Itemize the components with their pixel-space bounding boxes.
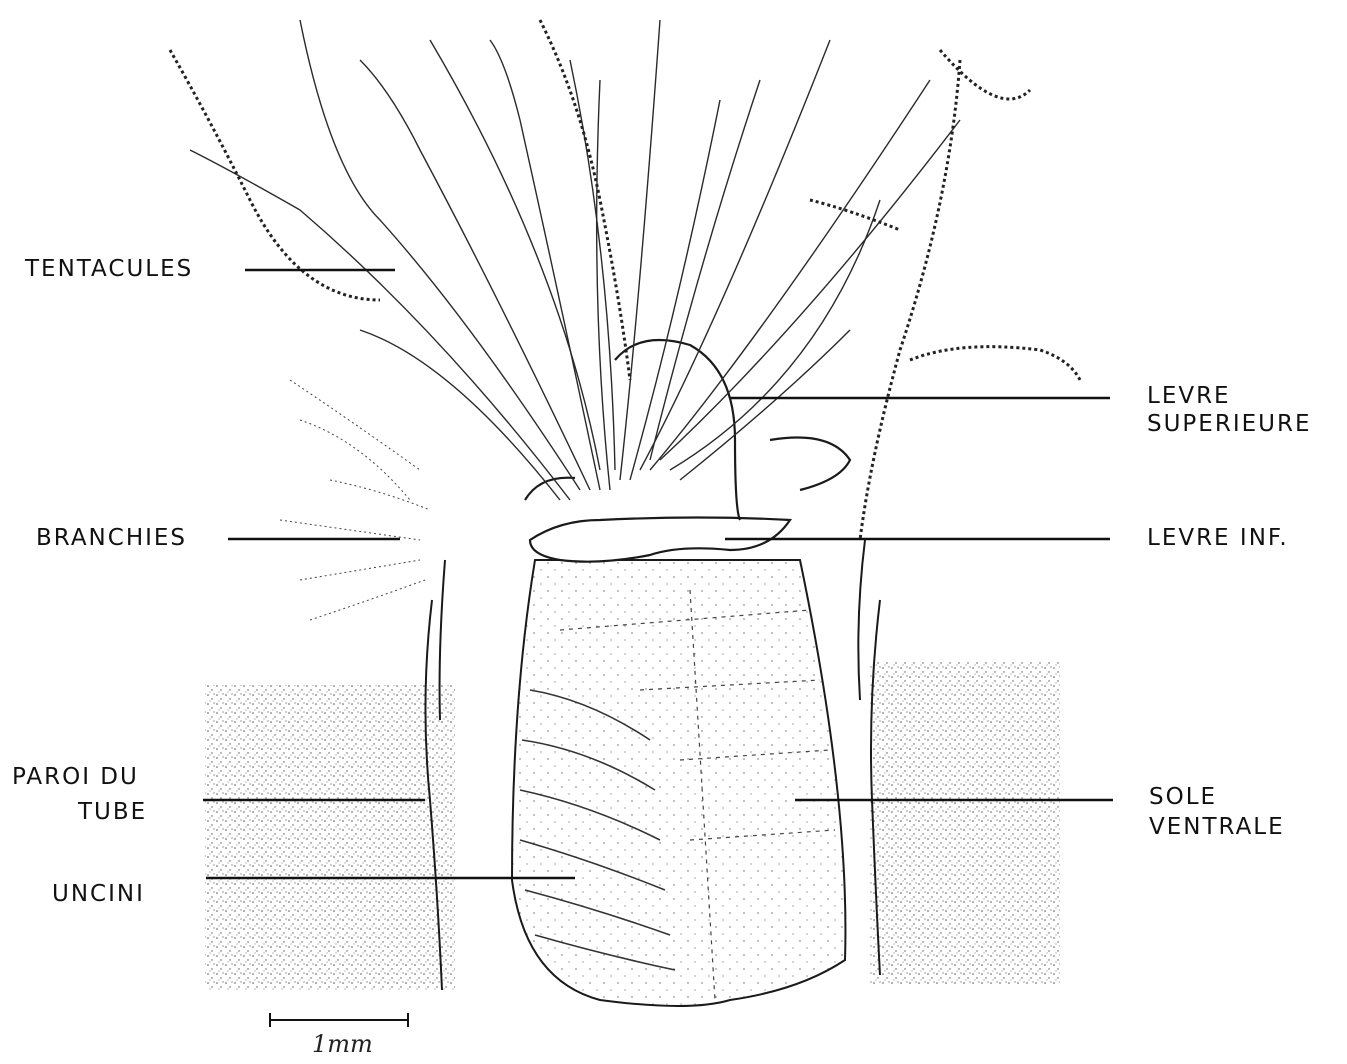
sediment-left — [205, 685, 455, 990]
worm-body — [512, 560, 845, 1006]
label-levre-inf: LEVRE INF. — [1147, 524, 1289, 552]
label-sole-line1: SOLE — [1149, 783, 1217, 811]
sediment-right — [870, 660, 1060, 985]
scale-bar — [270, 1013, 408, 1027]
scale-bar-label: 1mm — [312, 1030, 373, 1058]
label-branchies: BRANCHIES — [36, 524, 187, 552]
label-levre-superieure-line2: SUPERIEURE — [1147, 410, 1311, 438]
gills — [280, 380, 430, 620]
label-paroi-line1: PAROI DU — [12, 763, 139, 791]
label-uncini: UNCINI — [52, 880, 145, 908]
tentacles — [190, 20, 960, 500]
label-tentacules: TENTACULES — [25, 255, 193, 283]
label-levre-superieure-line1: LEVRE — [1147, 382, 1231, 410]
label-paroi-line2: TUBE — [78, 798, 147, 826]
label-sole-line2: VENTRALE — [1149, 813, 1285, 841]
beaded-filaments — [170, 20, 1080, 540]
